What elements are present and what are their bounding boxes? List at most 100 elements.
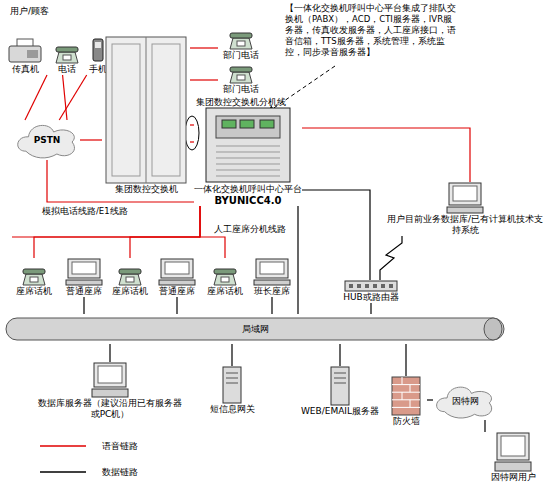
node-label: 普通座席 (62, 286, 106, 297)
monitor-frame (161, 259, 193, 278)
phone-handset (230, 33, 252, 38)
phone-icon (230, 67, 252, 83)
seat-computer: 普通座席 (155, 258, 199, 297)
legend-line (40, 445, 86, 447)
line-label: 人工座席分机线路 (214, 224, 304, 235)
legend-text: 语音链路 (102, 441, 138, 452)
server-bay (226, 378, 238, 379)
platform-grille (216, 158, 280, 159)
computer-shape (250, 258, 294, 286)
node-label: 数据库服务器（建议沿用已有服务器或PC机） (35, 398, 185, 420)
voice-link (63, 75, 67, 120)
data-link (380, 236, 402, 280)
computer-shape (35, 362, 185, 398)
server-icon (331, 367, 349, 405)
wall-mortar (410, 400, 411, 408)
wall-mortar (402, 392, 403, 400)
seat-computer: 普通座席 (62, 258, 106, 297)
wall-mortar (392, 407, 420, 408)
phone-keys (237, 41, 245, 46)
internet-cloud: 因特网 (433, 382, 497, 420)
telephone: 电话 (52, 38, 82, 75)
monitor-frame (68, 259, 100, 278)
hub-port (389, 284, 393, 288)
phone-keys (237, 75, 245, 80)
line-label: 模拟电话线路/E1线路 (42, 206, 162, 217)
fax-keypad (27, 50, 38, 58)
legend-line-sample (40, 440, 88, 452)
voice-link (190, 124, 194, 125)
computer-icon (66, 259, 102, 285)
seat-phone: 座席话机 (12, 258, 56, 297)
platform-icon (206, 108, 290, 182)
phone-body (214, 274, 236, 285)
firewall: 防火墙 (385, 376, 427, 427)
phone-handset (23, 269, 45, 274)
computer-shape (155, 258, 199, 286)
node-label: 部门电话 (218, 84, 264, 95)
phone-keys (126, 277, 134, 282)
phone-icon (23, 269, 45, 285)
node-label: PSTN (34, 135, 61, 146)
node-label: 集团数控交换机 (102, 184, 190, 195)
monitor-frame (256, 259, 288, 278)
pipe-icon (6, 318, 504, 340)
lan-pipe-end (484, 318, 502, 340)
server-bay (226, 383, 238, 384)
monitor-screen (98, 366, 122, 383)
inner-text-holder: 因特网 (433, 382, 497, 420)
computer-shape (478, 432, 548, 472)
pbx-cabinet: 集团数控交换机 (102, 36, 190, 195)
wall-mortar (392, 399, 420, 400)
node-label: 传真机 (2, 64, 48, 75)
inner-text-holder: PSTN (14, 120, 80, 160)
phone-body (119, 274, 141, 285)
server-shape (202, 366, 262, 404)
node-label: 因特网用户 (478, 472, 548, 483)
voice-link (302, 128, 470, 182)
hub-icon (345, 281, 397, 291)
cloud-icon (437, 387, 492, 418)
computer-icon (447, 183, 483, 213)
hub-port (373, 284, 377, 288)
node-label: WEB/EMAIL服务器 (300, 406, 380, 417)
platform-grille (216, 152, 280, 153)
voice-link (200, 206, 225, 258)
line-label: 集团数控交换机分机线 (196, 97, 296, 108)
computer-shape (385, 182, 545, 214)
internet-user: 因特网用户 (478, 432, 548, 483)
phone-icon (119, 269, 141, 285)
wall-shape (385, 376, 427, 416)
voice-link (190, 141, 194, 142)
server-bay (334, 383, 346, 384)
web-mail-server: WEB/EMAIL服务器 (300, 366, 380, 417)
legend-entry: 数据链路 (40, 466, 138, 478)
phone-shape (12, 258, 56, 286)
monitor-frame (497, 433, 529, 460)
pstn-cloud: PSTN (14, 120, 80, 160)
monitor-screen (453, 186, 477, 201)
phone-handset (214, 269, 236, 274)
cabinet-door (112, 44, 140, 176)
data-link (271, 297, 272, 314)
cabinet-door (152, 44, 180, 176)
phone-keys (221, 277, 229, 282)
computer-icon (495, 433, 531, 471)
node-label: 因特网 (452, 396, 479, 407)
business-system: 用户目前业务数据库/已有计算机技术支持系统 (385, 182, 545, 236)
mobile-icon (93, 39, 103, 61)
phone-body (56, 52, 78, 63)
computer-base (92, 389, 128, 397)
legend-line (40, 471, 86, 473)
monitor-screen (260, 262, 284, 274)
voice-link (130, 206, 200, 258)
line-label: 用户/顾客 (10, 6, 70, 17)
platform-grille (216, 170, 280, 171)
hub-port (357, 284, 361, 288)
monitor-screen (165, 262, 189, 274)
callout-note: 【一体化交换机呼叫中心平台集成了排队交换机（PABX），ACD，CTI服务器，I… (285, 3, 457, 58)
cabinet-body (106, 37, 186, 183)
platform-grille (216, 164, 280, 165)
